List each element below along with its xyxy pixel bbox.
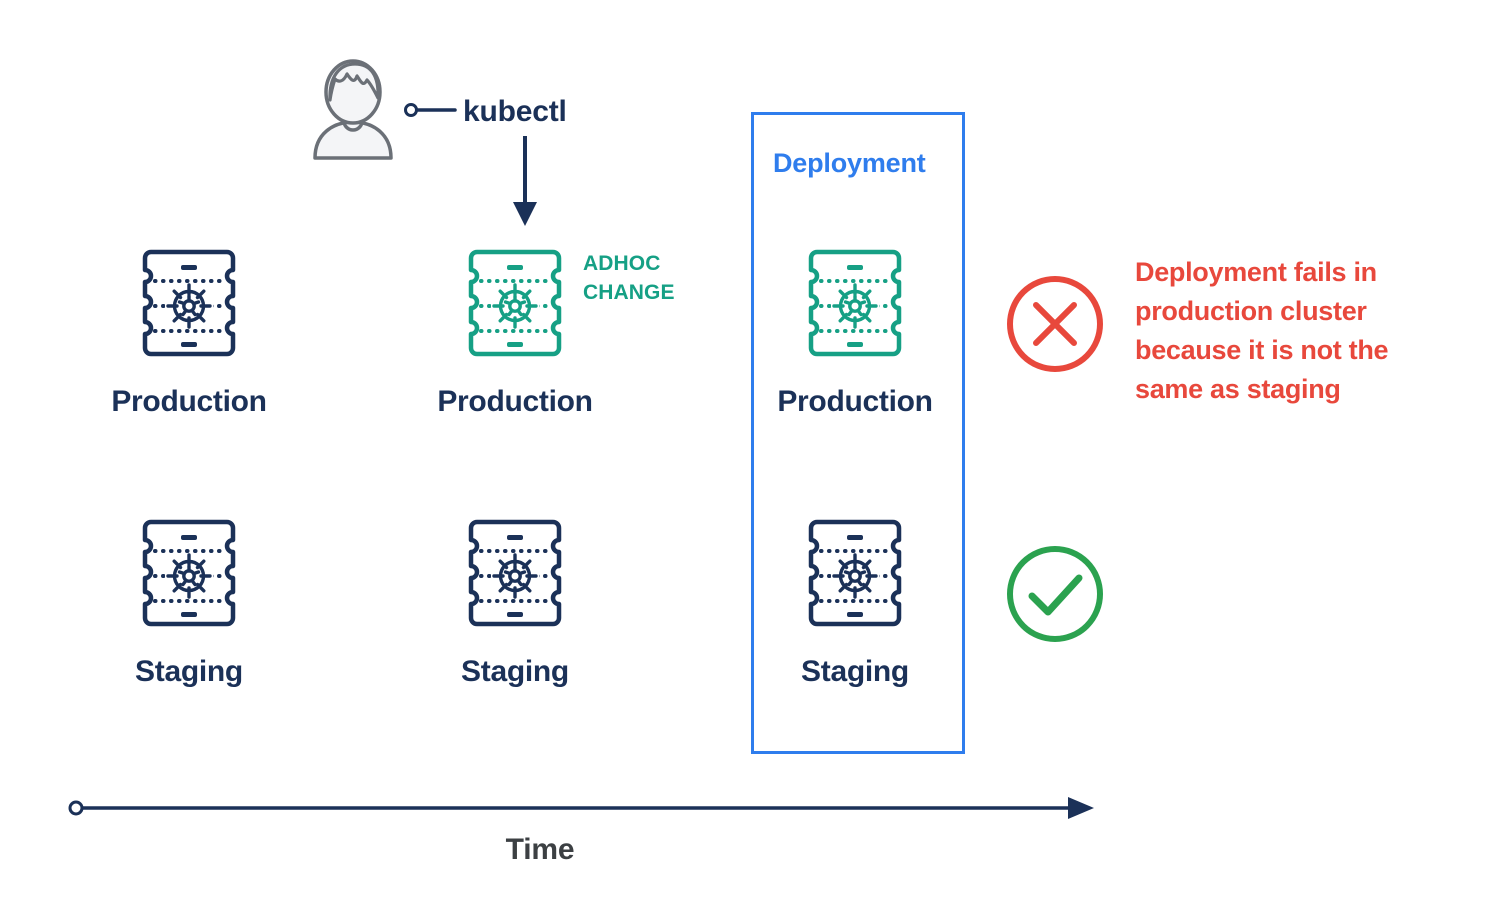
kubectl-label: kubectl: [463, 95, 567, 128]
person-icon: [305, 58, 401, 160]
adhoc-change-annotation: ADHOC CHANGE: [583, 252, 675, 304]
cluster-icon-staging-initial: [141, 514, 237, 636]
callout-connector-icon: [404, 103, 457, 117]
time-axis: [60, 793, 1100, 823]
env-label-staging-initial: Staging: [135, 655, 243, 688]
cluster-icon-production-changed: [467, 244, 563, 366]
env-label-production-changed: Production: [437, 385, 593, 418]
time-axis-label: Time: [505, 833, 575, 866]
failure-annotation: Deployment fails in production cluster b…: [1135, 257, 1389, 404]
env-label-staging-deployment: Staging: [801, 655, 909, 688]
env-label-production-deployment: Production: [777, 385, 933, 418]
cluster-icon-production-deployment: [807, 244, 903, 366]
kubectl-callout: kubectl: [403, 92, 593, 136]
cluster-icon-staging-middle: [467, 514, 563, 636]
circle-x-icon: [1003, 272, 1107, 376]
deployment-frame: [751, 112, 965, 754]
circle-check-icon: [1003, 542, 1107, 646]
cluster-icon-production-initial: [141, 244, 237, 366]
env-label-production-initial: Production: [111, 385, 267, 418]
downward-arrow-icon: [505, 136, 545, 228]
cluster-icon-staging-deployment: [807, 514, 903, 636]
deployment-title: Deployment: [773, 148, 926, 178]
env-label-staging-middle: Staging: [461, 655, 569, 688]
